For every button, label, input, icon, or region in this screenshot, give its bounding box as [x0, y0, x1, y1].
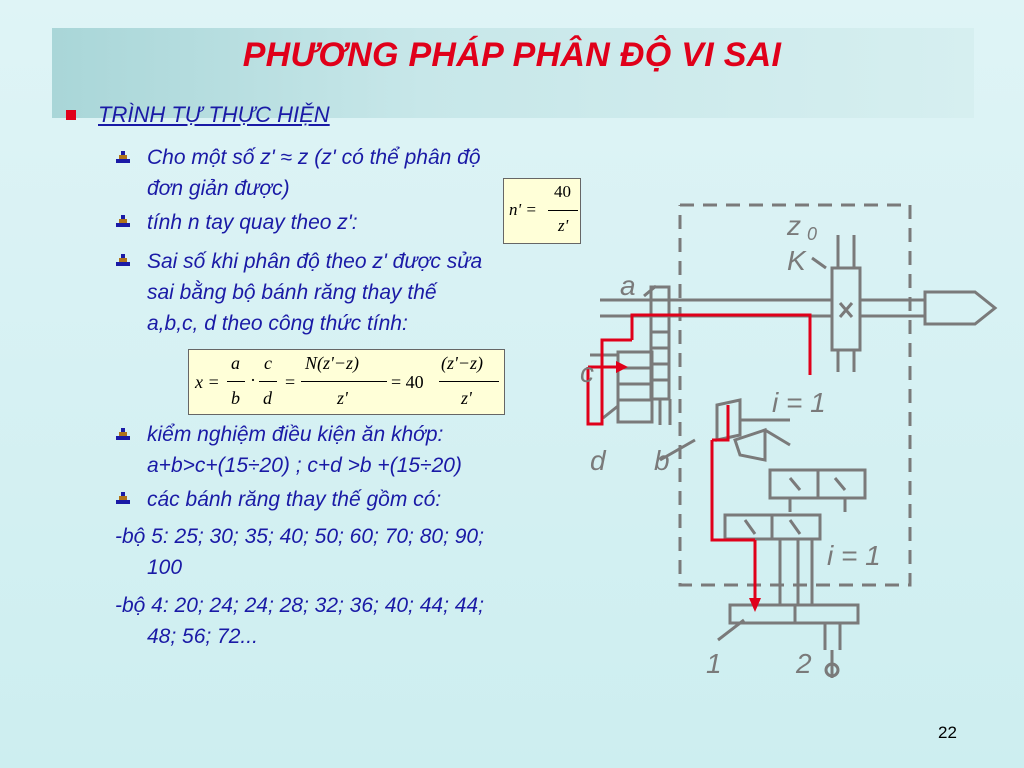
set-4-line-1: -bộ 4: 20; 24; 24; 28; 32; 36; 40; 44; 4…: [115, 594, 484, 617]
bullet-5-line-1: các bánh răng thay thế gồm có:: [147, 488, 442, 511]
fraction-bar: [439, 381, 499, 382]
label-i1-bottom: i = 1: [827, 540, 881, 571]
slide-title: PHƯƠNG PHÁP PHÂN ĐỘ VI SAI: [242, 36, 782, 74]
label-z0: z: [786, 210, 801, 241]
label-i1-top: i = 1: [772, 387, 826, 418]
formula-dot: ·: [250, 370, 256, 390]
formula-n-numerator: N(z'−z): [305, 353, 359, 373]
formula-forty: = 40: [391, 372, 424, 392]
formula-m-numerator: (z'−z): [441, 353, 483, 373]
label-a: a: [620, 270, 636, 301]
fraction-bar: [301, 381, 387, 382]
label-1: 1: [706, 648, 722, 679]
set-5-line-1: -bộ 5: 25; 30; 35; 40; 50; 60; 70; 80; 9…: [115, 525, 484, 548]
fraction-bar: [548, 210, 578, 211]
bullet-1-line-1: Cho một số z' ≈ z (z' có thể phân độ: [147, 146, 481, 169]
cone-tip: [923, 290, 998, 326]
bullet-icon: [116, 428, 130, 440]
spindle-bottom: [836, 350, 856, 372]
spindle-top: [836, 235, 856, 268]
bullet-3-line-1: Sai số khi phân độ theo z' được sửa: [147, 250, 483, 273]
set-4-line-2: 48; 56; 72...: [147, 625, 258, 648]
shaft-right: [860, 298, 925, 318]
bullet-2-line-1: tính n tay quay theo z':: [147, 211, 358, 234]
label-1-pointer: [717, 618, 745, 642]
formula-n-denominator: z': [558, 216, 569, 235]
bullet-icon: [116, 492, 130, 504]
formula-n-prime: n' = 40 z': [503, 178, 581, 244]
crank-knob: [824, 662, 840, 678]
formula-x-lhs: x =: [195, 372, 220, 392]
label-b: b: [654, 445, 670, 476]
b-pointer: [659, 438, 696, 462]
d-pointer: [602, 404, 619, 420]
gear-a: [649, 285, 671, 401]
bevel-gear-left: [715, 398, 742, 442]
gear-c: [616, 350, 654, 424]
formula-d: d: [263, 388, 272, 408]
bullet-icon: [116, 215, 130, 227]
bullet-3-line-2: sai bằng bộ bánh răng thay thế: [147, 281, 437, 304]
crank-shaft: [823, 623, 842, 650]
label-2: 2: [795, 648, 812, 679]
k-pointer: [811, 256, 827, 270]
bullet-icon: [116, 151, 130, 163]
bullet-4-line-1: kiểm nghiệm điều kiện ăn khớp:: [147, 423, 444, 446]
formula-c: c: [264, 353, 272, 373]
fraction-bar: [259, 381, 277, 382]
label-d: d: [590, 445, 607, 476]
square-bullet-icon: [66, 110, 76, 120]
bullet-icon: [116, 254, 130, 266]
formula-x: x = a b · c d = N(z'−z) z' = 40 (z'−z) z…: [188, 349, 505, 415]
gear-shaft: [658, 399, 672, 425]
label-c: c: [580, 357, 594, 388]
formula-a: a: [231, 353, 240, 373]
label-k: K: [787, 245, 807, 276]
transmission-path: [586, 313, 812, 612]
spindle-cross: [838, 302, 854, 318]
bullet-3-line-3: a,b,c, d theo công thức tính:: [147, 312, 408, 335]
title-bar: [52, 28, 974, 118]
a-pointer: [643, 284, 657, 298]
section-heading-text: TRÌNH TỰ THỰC HIỆN: [98, 102, 330, 127]
formula-equals: =: [285, 372, 296, 392]
formula-b: b: [231, 388, 240, 408]
spindle-block: [830, 266, 862, 352]
formula-n-denominator: z': [337, 388, 348, 408]
formula-m-denominator: z': [461, 388, 472, 408]
bullet-1-line-2: đơn giản được): [147, 177, 290, 200]
label-z0-sub: 0: [807, 224, 817, 244]
set-5-line-2: 100: [147, 556, 183, 579]
vertical-shafts: [778, 539, 814, 605]
differential-indexing-diagram: z 0 K a c d b i = 1 i = 1 1 2: [580, 203, 998, 679]
page-number: 22: [938, 723, 957, 742]
formula-n-lhs: n' =: [509, 200, 537, 219]
formula-n-numerator: 40: [554, 182, 571, 201]
bevel-gear-right: [733, 427, 767, 462]
bullet-4-line-2: a+b>c+(15÷20) ; c+d >b +(15÷20): [147, 454, 462, 477]
section-heading: TRÌNH TỰ THỰC HIỆN: [66, 102, 330, 128]
fraction-bar: [227, 381, 245, 382]
bevel-link: [740, 418, 791, 447]
dashed-housing: [678, 203, 912, 587]
